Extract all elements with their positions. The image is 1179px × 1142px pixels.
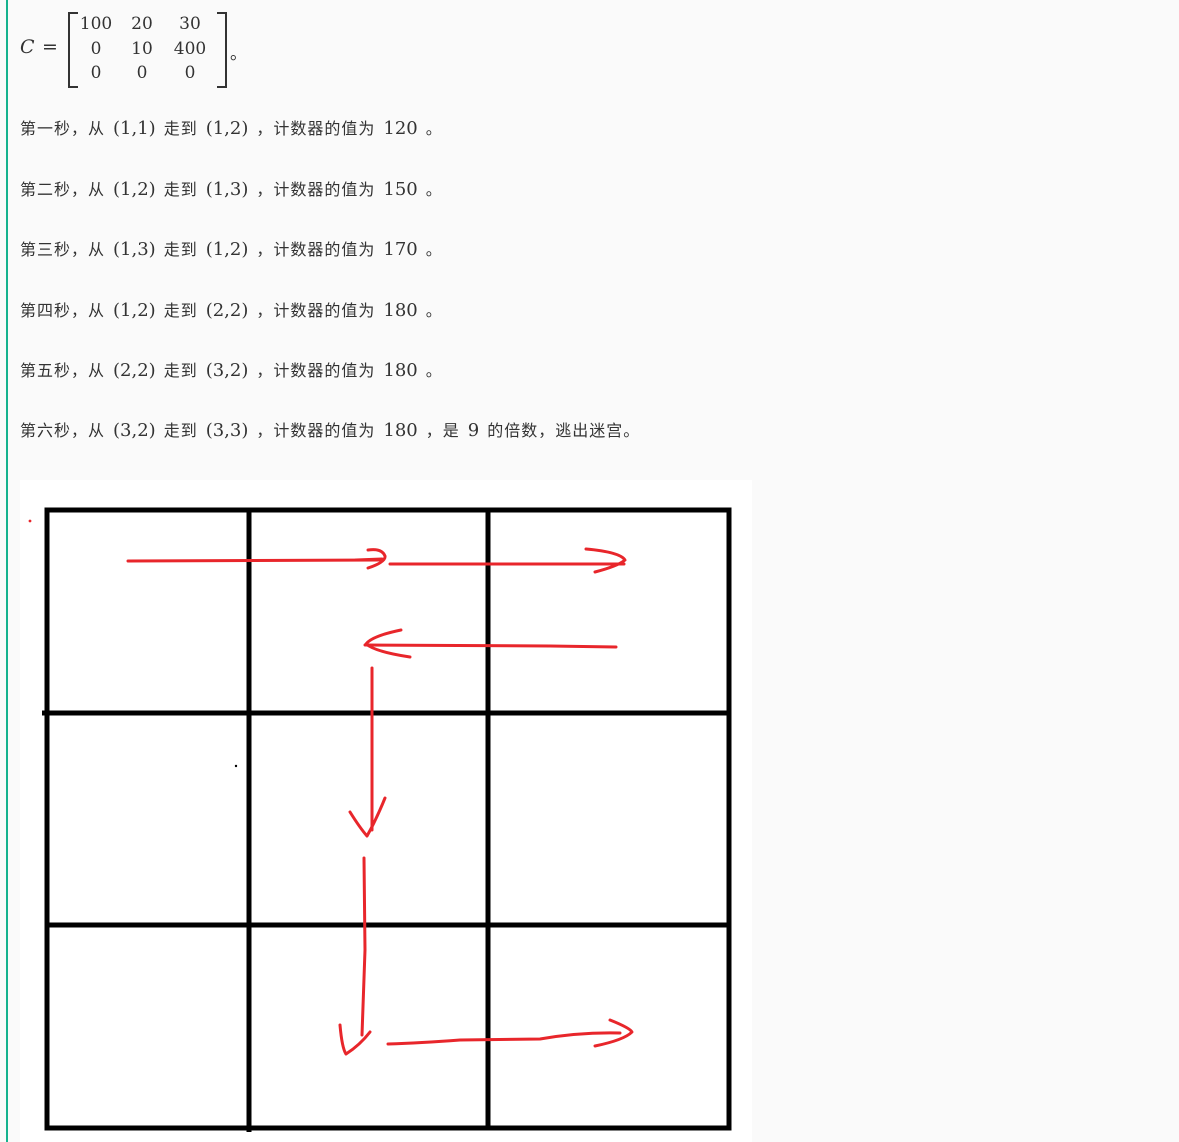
arrow-head-2 [584, 547, 627, 574]
grid-outer-border [44, 507, 732, 1131]
arrow-head-5 [338, 1023, 372, 1056]
matrix-definition: C = 100 20 30 0 10 400 0 0 0 。 [20, 10, 620, 90]
maze-grid [42, 507, 732, 1132]
arrow-head-4 [348, 796, 387, 838]
matrix-cell: 10 [131, 38, 153, 59]
matrix-body: 100 20 30 0 10 400 0 0 0 [73, 14, 215, 88]
stray-red-dot [28, 519, 32, 523]
maze-diagram [28, 507, 732, 1132]
arrow-move-5 [360, 856, 367, 1037]
maze-path-figure [20, 480, 752, 1142]
matrix-cell: 0 [184, 63, 196, 83]
quote-accent-bar [6, 0, 8, 1142]
arrow-head-1 [354, 548, 387, 570]
equals-sign: = [42, 36, 58, 58]
matrix-cell: 100 [79, 14, 113, 34]
arrow-move-6 [386, 1031, 622, 1046]
stray-black-dot [234, 764, 238, 768]
matrix-cell: 30 [179, 14, 201, 34]
matrix-cell: 0 [136, 63, 148, 83]
matrix-end-punct: 。 [230, 44, 247, 64]
matrix-cell: 0 [90, 63, 102, 83]
matrix-right-bracket [217, 12, 227, 88]
arrow-move-1 [126, 558, 382, 563]
arrow-head-3 [364, 628, 412, 659]
matrix-left-bracket [68, 12, 78, 88]
path-arrows [126, 547, 634, 1056]
matrix-cell: 0 [90, 38, 102, 59]
matrix-cell: 400 [173, 38, 207, 59]
matrix-variable: C [20, 36, 35, 58]
arrow-head-6 [593, 1018, 634, 1048]
matrix-cell: 20 [131, 14, 153, 34]
arrow-move-3 [363, 643, 618, 649]
